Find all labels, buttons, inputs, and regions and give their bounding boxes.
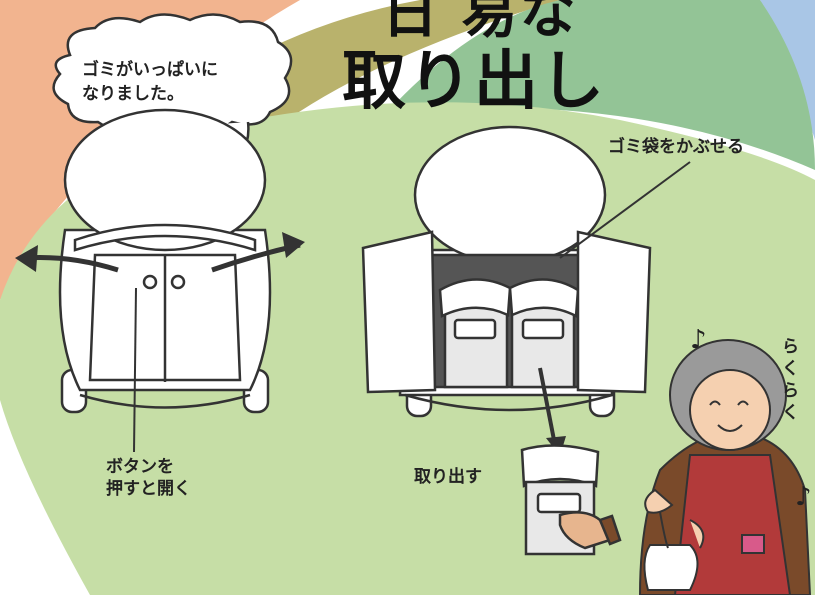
robot-open (361, 125, 652, 418)
button-label: ボタンを 押すと開く (106, 456, 191, 500)
button-label-line-1: ボタンを (106, 457, 174, 477)
button-label-line-2: 押すと開く (106, 479, 191, 499)
speech-bubble-line-2: なりました。 (82, 84, 184, 104)
removed-bin (520, 444, 622, 556)
blue-region (760, 0, 815, 140)
music-note-icon: ♪ (690, 325, 707, 355)
take-out-label: 取り出す (414, 467, 482, 487)
arrow-right-head (282, 232, 305, 258)
easy-label: らくらく (782, 337, 799, 423)
green-dark-region (380, 0, 815, 170)
page-title-line-1: 日 易な (382, 0, 578, 46)
button-pointer-line (133, 287, 137, 453)
bag-pointer-line (559, 161, 691, 259)
page-title-line-2: 取り出し (342, 45, 606, 119)
bag-label: ゴミ袋をかぶせる (608, 137, 744, 157)
speech-bubble-text: ゴミがいっぱいに なりました。 (82, 58, 272, 106)
grandmother (638, 339, 812, 595)
takeout-arrow-line (538, 367, 556, 441)
music-note-icon-2: ♪ (795, 482, 812, 512)
white-corner-bottom-left (0, 420, 80, 595)
speech-bubble-line-1: ゴミがいっぱいに (82, 60, 218, 80)
arrow-left-head (15, 245, 38, 272)
